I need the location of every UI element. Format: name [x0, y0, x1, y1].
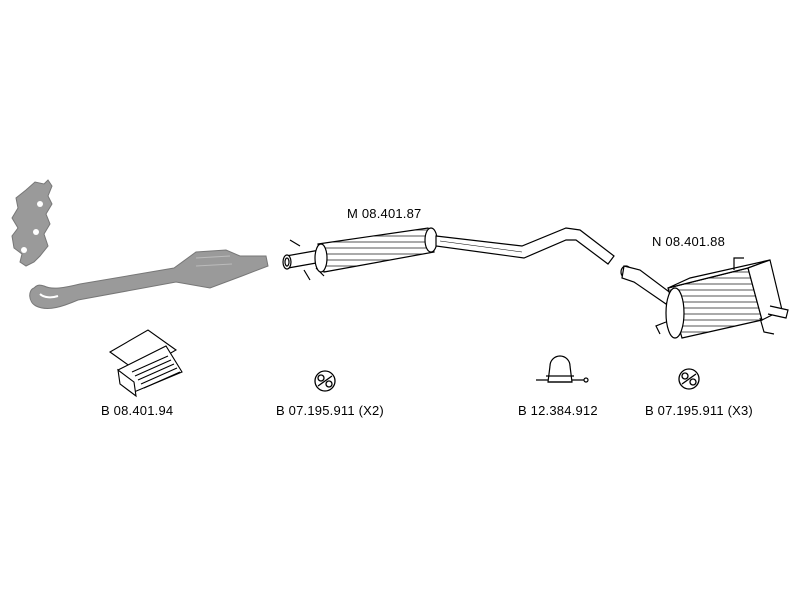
rubber-mount-icon — [678, 368, 700, 390]
rear-muffler-code: N 08.401.88 — [652, 234, 726, 249]
catalytic-converter-icon — [29, 249, 269, 309]
rubber-mount-rear-code: B 07.195.911 (X3) — [645, 403, 753, 418]
clamp-icon — [536, 355, 589, 383]
middle-muffler-code: M 08.401.87 — [347, 206, 422, 221]
rubber-mount-icon — [314, 370, 336, 392]
mounting-kit-code: B 08.401.94 — [101, 403, 174, 418]
rear-muffler-icon — [620, 257, 789, 339]
rubber-mount-front-code: B 07.195.911 (X2) — [276, 403, 384, 418]
manifold-icon — [11, 179, 53, 267]
middle-muffler-icon — [282, 227, 615, 281]
mounting-kit-box-icon — [108, 329, 183, 398]
clamp-code: B 12.384.912 — [518, 403, 598, 418]
